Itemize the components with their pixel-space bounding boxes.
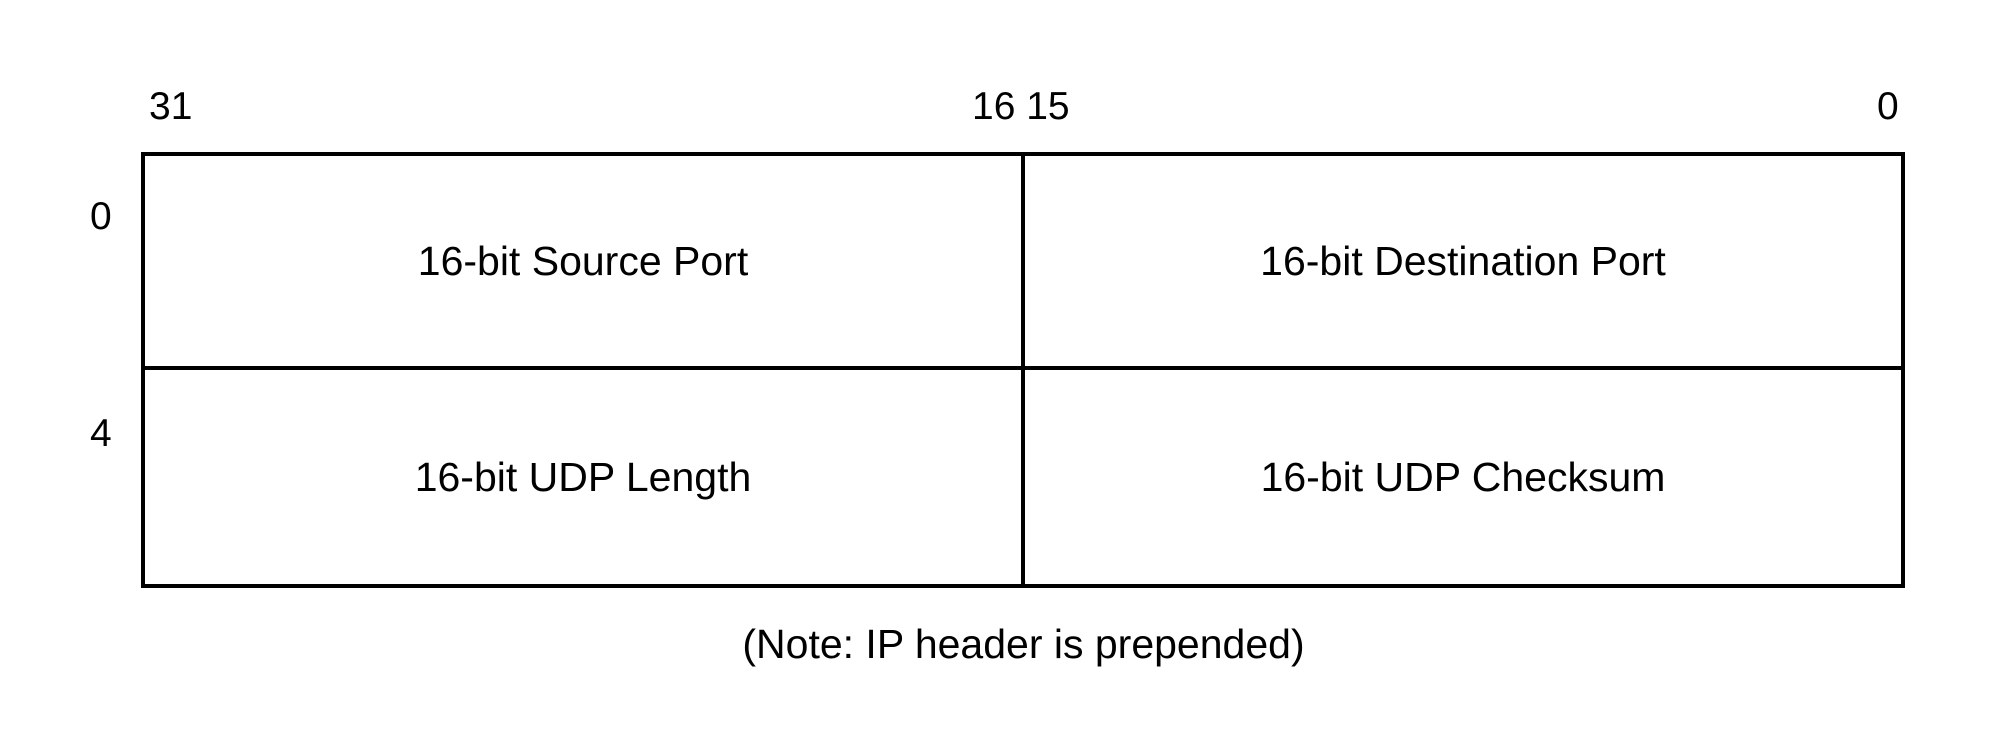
bit-label-16-15: 16 15	[972, 85, 1070, 128]
source-port-field: 16-bit Source Port	[145, 156, 1025, 370]
bit-label-31: 31	[149, 85, 193, 128]
byte-offset-4: 4	[90, 412, 112, 455]
byte-offset-0: 0	[90, 195, 112, 238]
udp-checksum-field: 16-bit UDP Checksum	[1260, 453, 1666, 500]
destination-port-field: 16-bit Destination Port	[1025, 156, 1901, 370]
udp-header-diagram: 16-bit Source Port 16-bit Destination Po…	[141, 152, 1905, 588]
udp-length-field: 16-bit UDP Length	[145, 370, 1025, 584]
bit-label-0: 0	[1877, 85, 1899, 128]
diagram-note: (Note: IP header is prepended)	[742, 621, 1305, 667]
